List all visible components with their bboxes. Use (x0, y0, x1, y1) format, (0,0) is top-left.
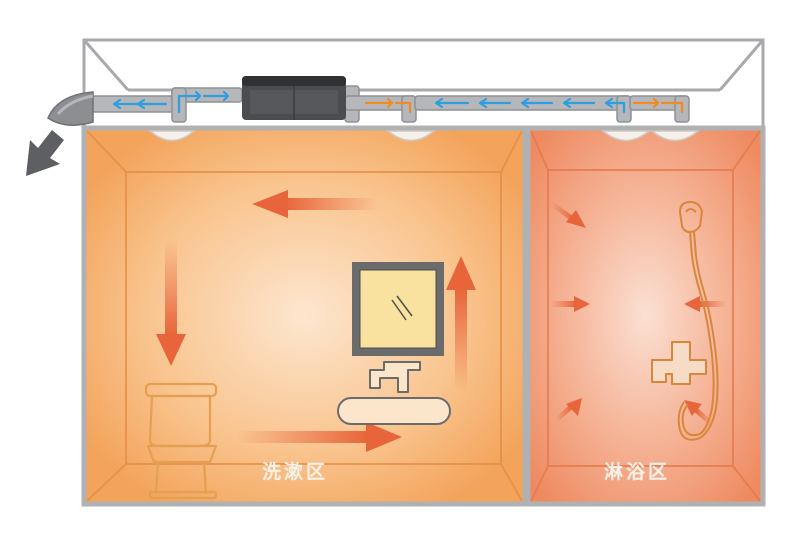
shower-zone-room (525, 125, 766, 507)
faucet-icon (369, 361, 421, 393)
shower-zone-label: 淋浴区 (604, 461, 671, 483)
airflow-arrow-up (446, 256, 476, 392)
airflow-arrow-left (252, 190, 378, 218)
duct-arrows-warm (364, 97, 684, 114)
shower-airflow-arrows (550, 201, 726, 426)
shower-valve-icon (651, 341, 707, 385)
airflow-arrow-left-small (684, 296, 726, 312)
toilet-icon (144, 382, 218, 500)
shower-head-icon (677, 201, 719, 441)
basin-icon (337, 397, 451, 425)
airflow-arrow-right (236, 422, 402, 452)
duct-arrows-cold (112, 90, 626, 114)
airflow-arrow-right-small (550, 296, 590, 312)
wash-airflow-arrows (156, 190, 476, 452)
airflow-arrow-diag-up (554, 398, 582, 422)
wash-zone-label: 洗漱区 (262, 461, 329, 483)
airflow-arrow-down (156, 240, 186, 366)
airflow-arrow-diag-up-left (684, 400, 714, 426)
airflow-arrow-diag-down (550, 201, 586, 228)
ceiling-vents (147, 130, 701, 142)
fan-unit-icon (242, 76, 346, 120)
mirror-icon (352, 262, 444, 356)
exhaust-vent-icon (26, 91, 94, 176)
